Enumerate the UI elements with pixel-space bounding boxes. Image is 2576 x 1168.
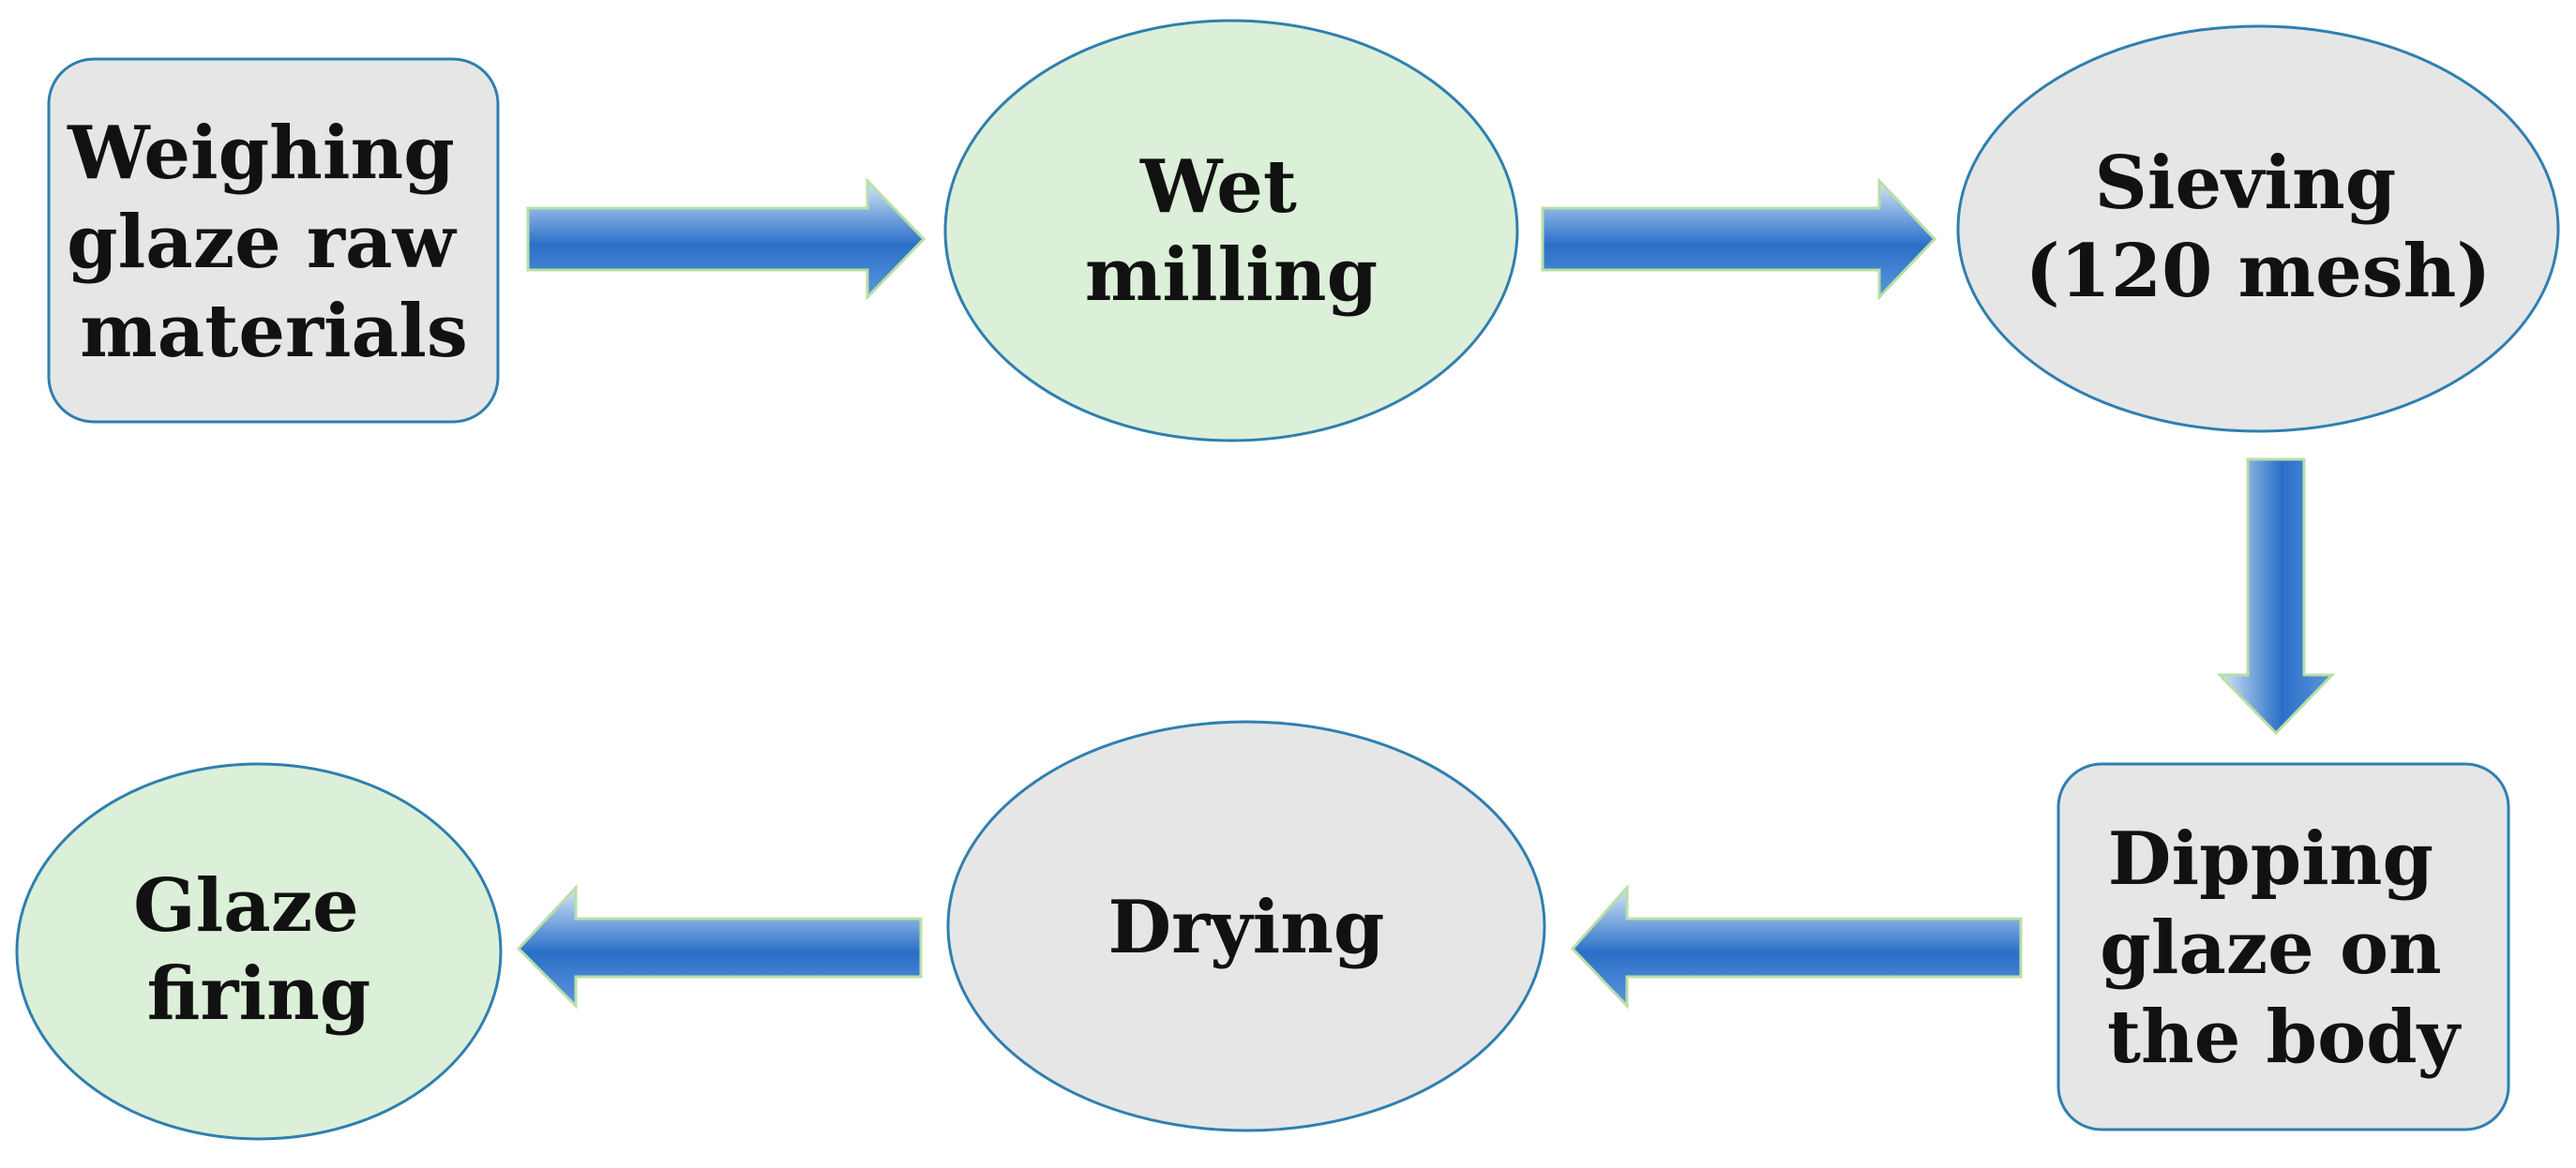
step-sieving-line-2: (120 mesh) xyxy=(2026,229,2492,314)
step-glaze-firing-line-2: firing xyxy=(147,951,371,1037)
step-drying: Drying xyxy=(946,720,1546,1132)
step-sieving: Sieving (120 mesh) xyxy=(1956,24,2560,433)
step-glaze-firing: Glaze firing xyxy=(15,762,503,1141)
arrow-sieving-to-dipping xyxy=(2216,457,2336,736)
step-ellipse-sieving xyxy=(1956,24,2560,433)
step-dipping-glaze: Dipping glaze on the body xyxy=(2056,762,2510,1131)
step-wet-milling-line-1: Wet xyxy=(1139,144,1297,230)
step-glaze-firing-line-1: Glaze xyxy=(133,863,359,949)
step-weighing-line-2: glaze raw xyxy=(67,200,457,285)
arrow-dipping-to-drying xyxy=(1570,884,2023,1010)
step-sieving-line-1: Sieving xyxy=(2095,141,2397,226)
arrow-wet-milling-to-sieving xyxy=(1541,177,1937,301)
svg-text:Wet milling: Wet milling xyxy=(1085,144,1378,318)
step-drying-line-1: Drying xyxy=(1108,885,1385,970)
step-ellipse-glaze-firing xyxy=(15,762,503,1141)
step-weighing-line-3: materials xyxy=(80,289,468,374)
arrow-weighing-to-wet-milling xyxy=(526,177,926,301)
step-dipping-line-2: glaze on xyxy=(2100,906,2442,991)
arrow-drying-to-glaze-firing xyxy=(516,884,923,1010)
step-weighing-line-1: Weighing xyxy=(67,111,455,196)
step-wet-milling-line-2: milling xyxy=(1085,232,1378,318)
svg-text:Glaze firing: Glaze firing xyxy=(133,863,384,1037)
step-dipping-line-3: the body xyxy=(2107,995,2463,1080)
svg-text:Drying: Drying xyxy=(1108,885,1385,970)
step-ellipse-wet-milling xyxy=(943,19,1519,442)
step-ellipse-drying xyxy=(946,720,1546,1132)
svg-text:Weighing glaze raw: Weighing glaze raw materials xyxy=(67,111,481,374)
svg-text:Sieving (120 mesh): Sieving (120 mesh) xyxy=(2026,141,2492,314)
step-box-dipping xyxy=(2056,762,2510,1131)
step-weighing-raw-materials: Weighing glaze raw materials xyxy=(47,57,500,424)
svg-text:Dipping glaze on t: Dipping glaze on the body xyxy=(2100,816,2467,1080)
step-box-weighing xyxy=(47,57,500,424)
step-wet-milling: Wet milling xyxy=(943,19,1519,442)
step-dipping-line-1: Dipping xyxy=(2108,816,2433,902)
